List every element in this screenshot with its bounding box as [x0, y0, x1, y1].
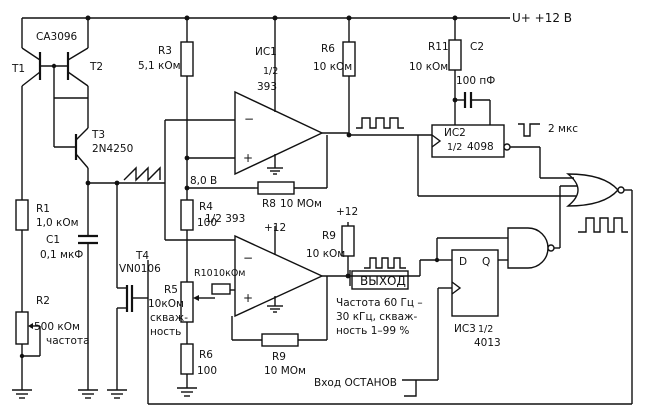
comp2-minus: −: [243, 251, 253, 265]
transistor-pair: T1 T2 CA3096: [11, 18, 103, 200]
flipflop-ic3: D Q ИС3 1/2 4013 Вход ОСТАНОВ: [314, 200, 561, 397]
pulse-width: 2 мкс: [548, 123, 578, 135]
ic3-part: 4013: [474, 337, 501, 349]
t1-label: T1: [11, 63, 25, 75]
transistor-t4: T4 VN0106: [116, 183, 161, 404]
output-label: ВЫХОД: [360, 274, 406, 288]
r10-name: R10: [194, 268, 213, 279]
t4-label: T4: [135, 250, 149, 262]
ic1-frac: 1/2: [263, 66, 278, 77]
r5-name: R5: [164, 284, 178, 296]
ic3-frac: 1/2: [478, 324, 493, 335]
r5-role-2: ность: [150, 326, 181, 338]
ff-d-label: D: [459, 256, 467, 268]
r6b-value: 100: [197, 365, 217, 377]
r9b-value: 10 МОм: [264, 365, 306, 377]
r1-name: R1: [36, 203, 50, 215]
c1-name: C1: [46, 234, 60, 246]
comp2-plus: +: [243, 291, 253, 305]
r6b-name: R6: [199, 349, 213, 361]
r2-role: частота: [46, 335, 90, 347]
or-gate: [148, 135, 633, 405]
spec-line-1: Частота 60 Гц –: [336, 297, 423, 309]
r4-value: 100: [197, 217, 217, 229]
ref-voltage: 8,0 В: [190, 175, 217, 187]
r11-name: R11: [428, 41, 449, 53]
r9-supply: +12: [336, 206, 358, 218]
comparator-ic1: − + ИС1 1/2 393: [234, 18, 349, 176]
comparator-2: − + 1/2 393 +12 R10 10кОм +12 R9 10 кОм …: [194, 206, 420, 377]
r11-value: 10 кОм: [409, 61, 448, 73]
ground-symbols-left: [12, 389, 127, 399]
supply-rail-label: U+ +12 В: [512, 11, 572, 25]
r4-name: R4: [199, 201, 213, 213]
transistor-pair-part: CA3096: [36, 31, 78, 43]
r5-value: 10кОм: [148, 298, 184, 310]
ic1-name: ИС1: [255, 46, 277, 58]
ff-q-label: Q: [482, 256, 490, 268]
r9b-name: R9: [272, 351, 286, 363]
r1-r2-chain: R1 1,0 кОм R2 500 кОм частота: [15, 199, 90, 390]
r3-value: 5,1 кОм: [138, 60, 181, 72]
t3-part: 2N4250: [92, 143, 133, 155]
output-label-group: ВЫХОД: [349, 270, 409, 290]
ramp-node: C1 0,1 мкФ: [40, 119, 235, 390]
ic1-plus: +: [243, 151, 253, 165]
ic2-part: 4098: [467, 141, 494, 153]
ic2-name: ИС2: [444, 127, 466, 139]
spec-line-2: 30 кГц, скваж-: [336, 311, 417, 323]
r6a-name: R6: [321, 43, 335, 55]
spec-line-3: ность 1–99 %: [336, 325, 409, 337]
c2-name: C2: [470, 41, 484, 53]
comp2-supply: +12: [264, 222, 286, 234]
t4-part: VN0106: [119, 263, 161, 275]
ic1-minus: −: [244, 112, 254, 126]
r2-value: 500 кОм: [34, 321, 80, 333]
r8-name: R8: [262, 198, 276, 210]
spec-text: Частота 60 Гц – 30 кГц, скваж- ность 1–9…: [336, 297, 423, 337]
r9a-value: 10 кОм: [306, 248, 345, 260]
c2-value: 100 пФ: [456, 75, 495, 87]
r9a-name: R9: [322, 230, 336, 242]
c1-value: 0,1 мкФ: [40, 249, 83, 261]
r8-value: 10 МОм: [280, 198, 322, 210]
stop-input-label: Вход ОСТАНОВ: [314, 377, 397, 389]
t2-label: T2: [89, 61, 103, 73]
ic3-name: ИС3: [454, 323, 476, 335]
r5-role-1: скваж-: [150, 312, 188, 324]
t3-label: T3: [91, 129, 105, 141]
transistor-t3: T3 2N4250: [53, 98, 133, 183]
oneshot-ic2: R11 10 кОм C2 100 пФ ИС2 1/2 4098 2 мкс: [409, 18, 578, 158]
r3-name: R3: [158, 45, 172, 57]
comp2-part: 1/2 393: [205, 213, 245, 225]
r10-value: 10кОм: [213, 268, 245, 279]
r2-name: R2: [36, 295, 50, 307]
r6a-value: 10 кОм: [313, 61, 352, 73]
ic2-frac: 1/2: [447, 142, 462, 153]
ic1-part: 393: [257, 81, 277, 93]
r1-value: 1,0 кОм: [36, 217, 79, 229]
ic1-output-network: R6 10 кОм R8 10 МОм: [255, 18, 432, 210]
reference-divider: R3 5,1 кОм 8,0 В R4 100 R5 10кОм скваж- …: [138, 18, 255, 397]
supply-rail: U+ +12 В: [22, 11, 572, 25]
